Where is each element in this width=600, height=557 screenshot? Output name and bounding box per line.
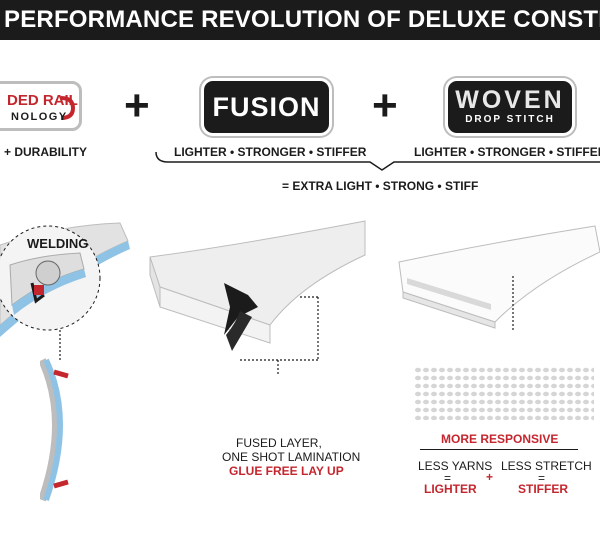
less-yarns-label: LESS YARNS (418, 459, 493, 473)
divider (420, 449, 578, 450)
woven-mesh-icon (414, 366, 594, 422)
woven-detail-headline: MORE RESPONSIVE (441, 432, 559, 446)
grouping-bracket (155, 151, 600, 171)
plus-sign: + (124, 81, 150, 130)
welded-rail-badge: DED RAIL NOLOGY (0, 81, 82, 131)
woven-caption: LIGHTER • STRONGER • STIFFER (414, 145, 600, 159)
woven-board-illustration (398, 225, 600, 332)
woven-badge-title: WOVEN (455, 86, 565, 114)
lighter-label: LIGHTER (424, 482, 477, 496)
result-caption: = EXTRA LIGHT • STRONG • STIFF (282, 179, 479, 193)
welded-rail-illustration (0, 222, 130, 337)
fusion-detail-line2: ONE SHOT LAMINATION (222, 450, 361, 464)
fusion-badge: FUSION (204, 81, 329, 133)
plus-sign: + (372, 81, 398, 130)
rail-tab-icon (60, 96, 76, 120)
welding-label: WELDING (27, 236, 89, 251)
fusion-board-illustration (149, 220, 366, 375)
woven-badge-subtitle: DROP STITCH (465, 114, 555, 125)
less-stretch-label: LESS STRETCH (501, 459, 592, 473)
header-banner: PERFORMANCE REVOLUTION OF DELUXE CONSTRU… (0, 0, 600, 40)
rail-caption: + DURABILITY (4, 145, 88, 159)
woven-badge: WOVEN DROP STITCH (448, 81, 572, 133)
equals-sign: = (444, 471, 452, 485)
fusion-detail-line1: FUSED LAYER, (236, 436, 322, 450)
fusion-caption: LIGHTER • STRONGER • STIFFER (174, 145, 367, 159)
fusion-badge-label: FUSION (212, 92, 321, 122)
rail-badge-title: DED RAIL (7, 92, 78, 109)
stiffer-label: STIFFER (518, 482, 568, 496)
equals-sign: = (538, 471, 546, 485)
combine-plus: + (486, 470, 494, 484)
fusion-detail-highlight: GLUE FREE LAY UP (229, 464, 344, 478)
banner-title: PERFORMANCE REVOLUTION OF DELUXE CONSTRU… (4, 6, 600, 33)
rail-badge-subtitle: NOLOGY (11, 111, 68, 123)
rail-section-illustration (40, 330, 69, 502)
